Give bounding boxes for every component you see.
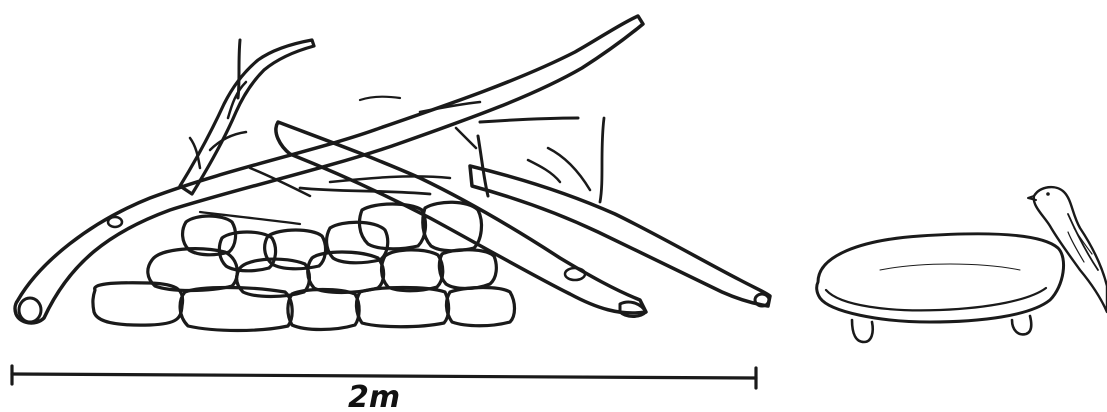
stone xyxy=(446,288,514,326)
bird xyxy=(1028,187,1107,312)
branch xyxy=(180,40,314,194)
stone xyxy=(356,288,448,327)
stone xyxy=(180,288,292,331)
stone xyxy=(439,250,496,289)
twig xyxy=(300,188,430,194)
long-branch xyxy=(276,122,646,313)
log-pile xyxy=(15,16,770,323)
stone-pile xyxy=(93,202,515,330)
bird-eye xyxy=(1046,192,1050,196)
stone xyxy=(423,202,482,251)
scale-bar-label: 2m xyxy=(348,380,400,412)
log-knot xyxy=(565,268,585,280)
twig xyxy=(210,132,246,150)
twig xyxy=(360,97,400,100)
stone xyxy=(382,250,443,291)
scale-bar-line xyxy=(12,374,756,378)
log-end xyxy=(19,298,41,322)
stone xyxy=(288,290,359,330)
twig xyxy=(480,118,578,122)
twig xyxy=(528,160,560,182)
log-knot xyxy=(108,217,122,227)
dish-foot xyxy=(852,320,873,342)
twig xyxy=(456,128,476,148)
twig xyxy=(548,148,590,190)
bird-body xyxy=(1034,187,1107,312)
right-branch xyxy=(470,166,770,306)
dish-rim xyxy=(826,288,1046,310)
stone xyxy=(308,252,384,293)
scale-bar: 2m xyxy=(12,366,756,412)
dish-shading xyxy=(880,264,1020,270)
twig xyxy=(600,118,604,202)
twig xyxy=(200,212,300,224)
water-dish xyxy=(817,234,1064,342)
dish-foot xyxy=(1012,316,1031,334)
dish-body xyxy=(817,234,1064,322)
